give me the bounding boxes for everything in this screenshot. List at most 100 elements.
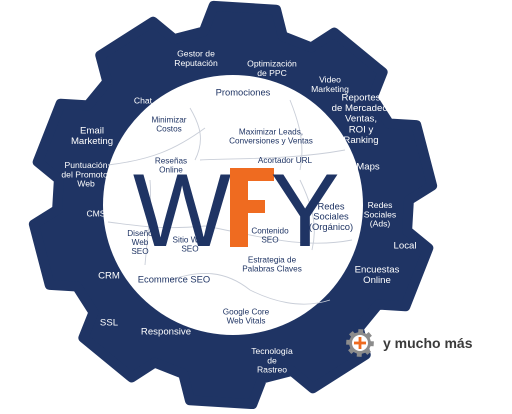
- ring-label-5-line-1: Sociales: [364, 209, 396, 219]
- puzzle-line-2: [199, 149, 346, 161]
- logo-letter-f-mid: [230, 200, 265, 213]
- inner-label-9-line-0: Estrategia de: [248, 256, 297, 265]
- ring-label-3-line-0: Reportes: [342, 93, 381, 104]
- puzzle-line-5: [204, 225, 353, 244]
- inner-label-8-line-1: SEO: [261, 236, 278, 245]
- ring-label-14-line-1: Marketing: [71, 136, 113, 147]
- inner-label-7-line-0: Sitio Web: [173, 236, 208, 245]
- puzzle-line-8: [299, 179, 315, 251]
- ring-label-0-line-1: Reputación: [174, 58, 218, 68]
- ring-label-12-line-0: CMS: [86, 208, 105, 218]
- inner-label-6-line-1: Web: [132, 238, 149, 247]
- inner-label-10-line-0: Ecommerce SEO: [138, 274, 210, 285]
- puzzle-line-7: [249, 289, 331, 305]
- inner-label-2-line-0: Maximizar Leads,: [239, 128, 303, 137]
- puzzle-line-4: [107, 221, 206, 229]
- ring-label-15-line-0: Chat: [134, 95, 153, 105]
- inner-label-1-line-0: Minimizar: [151, 116, 186, 125]
- ring-label-8-line-0: Tecnología: [251, 346, 293, 356]
- inner-label-2-line-1: Conversiones y Ventas: [229, 137, 313, 146]
- inner-label-10: Ecommerce SEO: [138, 274, 210, 285]
- ring-label-8-line-2: Rastreo: [257, 365, 287, 375]
- ring-label-14-line-0: Email: [80, 125, 104, 136]
- inner-label-3-line-1: Online: [159, 166, 183, 175]
- ring-label-2-line-0: Video: [319, 75, 341, 85]
- ring-label-4: Maps: [356, 162, 380, 173]
- ring-label-9-line-0: Responsive: [141, 327, 191, 338]
- inner-label-6-line-2: SEO: [131, 247, 148, 256]
- more-services-note: y mucho más: [345, 328, 472, 358]
- puzzle-line-0: [107, 127, 206, 166]
- inner-label-5-line-0: Redes: [317, 200, 344, 211]
- inner-label-6-line-0: Diseño: [127, 229, 153, 238]
- ring-label-11: CRM: [98, 271, 120, 282]
- puzzle-line-1: [189, 107, 201, 161]
- ring-label-3-line-1: de Mercadeo,: [332, 103, 391, 114]
- logo-letter-w: W: [133, 153, 231, 269]
- inner-label-9-line-1: Palabras Claves: [242, 265, 302, 274]
- logo-letter-f-top: [230, 168, 274, 181]
- ring-label-6-line-0: Local: [394, 241, 417, 252]
- ring-label-3-line-3: ROI y: [349, 124, 374, 135]
- logo-letter-y: Y: [270, 153, 339, 269]
- wfy-logo: W F Y: [0, 0, 340, 269]
- inner-label-3-line-0: Reseñas: [155, 157, 187, 166]
- ring-label-13-line-0: Puntuación: [64, 160, 107, 170]
- plus-gear-icon: [346, 329, 374, 357]
- inner-label-8-line-0: Contenido: [251, 227, 289, 236]
- puzzle-line-9: [144, 179, 151, 266]
- ring-label-5-line-0: Redes: [368, 200, 393, 210]
- ring-label-3-line-2: Ventas,: [345, 114, 377, 125]
- ring-label-8-line-1: de: [267, 355, 277, 365]
- ring-label-7-line-1: Online: [363, 275, 391, 286]
- inner-label-11-line-1: Web Vitals: [227, 317, 266, 326]
- ring-label-15: Chat: [134, 95, 153, 105]
- inner-label-4: Acortador URL: [258, 156, 313, 165]
- inner-label-11-line-0: Google Core: [223, 308, 270, 317]
- ring-label-0-line-0: Gestor de: [177, 49, 215, 59]
- inner-label-0: Promociones: [216, 87, 271, 98]
- ring-label-11-line-0: CRM: [98, 271, 120, 282]
- puzzle-pieces: [107, 99, 353, 305]
- logo-letter-f: F: [0, 0, 1, 1]
- more-services-label: y mucho más: [383, 335, 473, 351]
- ring-label-9: Responsive: [141, 327, 191, 338]
- ring-label-2-line-1: Marketing: [311, 84, 349, 94]
- ring-label-1-line-0: Optimización: [247, 59, 297, 69]
- ring-label-4-line-0: Maps: [356, 162, 380, 173]
- ring-label-13-line-1: del Promotor: [61, 169, 110, 179]
- inner-label-4-line-0: Acortador URL: [258, 156, 313, 165]
- ring-label-10-line-0: SSL: [100, 318, 119, 329]
- inner-label-2: Maximizar Leads,Conversiones y Ventas: [229, 128, 313, 146]
- ring-label-12: CMS: [86, 208, 105, 218]
- ring-label-10: SSL: [100, 318, 119, 329]
- ring-label-1-line-1: de PPC: [257, 68, 287, 78]
- puzzle-line-6: [169, 272, 251, 291]
- ring-label-5-line-2: (Ads): [370, 219, 391, 229]
- ring-label-3-line-4: Ranking: [343, 135, 378, 146]
- ring-label-7-line-0: Encuestas: [355, 264, 400, 275]
- inner-label-5-line-1: Sociales: [313, 211, 349, 222]
- inner-label-5-line-2: (Orgánico): [309, 221, 353, 232]
- ring-label-6: Local: [394, 241, 417, 252]
